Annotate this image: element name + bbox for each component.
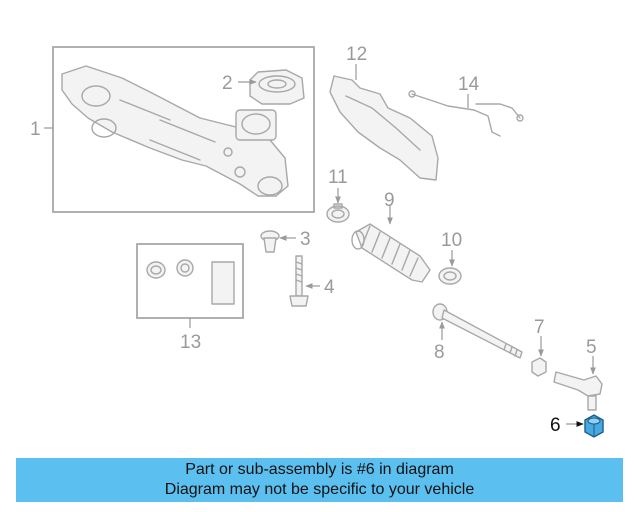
part-7-group[interactable]: 7 [532, 317, 546, 376]
cap-drawing [261, 231, 279, 252]
parts-diagram: 1 2 12 14 11 [0, 0, 640, 450]
callout-1: 1 [30, 119, 41, 140]
tie-rod-drawing [433, 304, 522, 358]
callout-10: 10 [441, 230, 462, 251]
highlighted-nut-drawing [585, 415, 603, 437]
callout-3: 3 [300, 229, 311, 250]
part-6-group[interactable]: 6 [550, 415, 603, 437]
banner-line-2: Diagram may not be specific to your vehi… [165, 480, 474, 500]
part-14-group[interactable]: 14 [409, 74, 523, 136]
callout-5: 5 [586, 337, 597, 358]
clamp-10-drawing [439, 268, 461, 284]
kit-drawing [147, 260, 234, 304]
callout-11: 11 [328, 167, 348, 188]
banner-line-1: Part or sub-assembly is #6 in diagram [185, 460, 454, 480]
heat-shield-drawing [330, 76, 438, 180]
callout-13: 13 [180, 332, 201, 353]
callout-9: 9 [384, 190, 395, 211]
part-9-group[interactable]: 9 [352, 190, 430, 282]
callout-4: 4 [324, 277, 335, 298]
callout-12: 12 [346, 44, 367, 65]
part-13-group[interactable]: 13 [137, 244, 243, 353]
callout-8: 8 [434, 342, 445, 363]
part-5-group[interactable]: 5 [554, 337, 602, 410]
callout-6: 6 [550, 415, 561, 436]
tube-drawing [409, 91, 523, 136]
part-12-group[interactable]: 12 [330, 44, 438, 180]
callout-14: 14 [458, 74, 480, 95]
bolt-drawing [290, 256, 308, 306]
jam-nut-drawing [532, 358, 546, 376]
info-banner: Part or sub-assembly is #6 in diagram Di… [16, 458, 623, 502]
tie-rod-end-drawing [554, 372, 602, 410]
part-4-group[interactable]: 4 [290, 256, 335, 306]
part-11-group[interactable]: 11 [327, 167, 349, 222]
clamp-11-drawing [327, 204, 349, 222]
part-8-group[interactable]: 8 [433, 304, 522, 363]
part-2-group[interactable]: 2 [222, 70, 304, 104]
boot-drawing [352, 224, 430, 282]
callout-2: 2 [222, 73, 233, 94]
part-10-group[interactable]: 10 [439, 230, 462, 284]
bushing-drawing [250, 70, 304, 104]
callout-7: 7 [534, 317, 545, 338]
part-3-group[interactable]: 3 [261, 229, 311, 252]
